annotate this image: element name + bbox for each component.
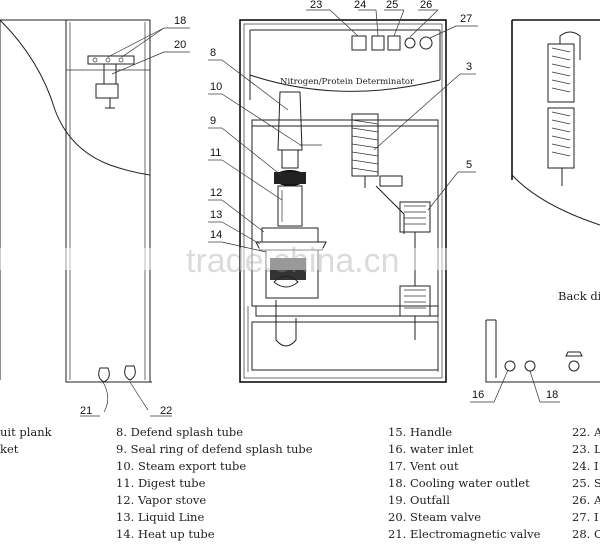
legend-item: 25. S — [572, 476, 600, 490]
legend-item: 23. L — [572, 442, 600, 456]
callout-25: 24 — [354, 0, 366, 11]
legend-item: 18. Cooling water outlet — [388, 476, 530, 490]
callout-9: 9 — [210, 115, 216, 127]
left-side-view — [0, 19, 160, 413]
legend-item: 27. I — [572, 510, 599, 524]
watermark: trade.china.cn — [186, 242, 400, 280]
callout-26: 25 — [386, 0, 398, 11]
callout-12: 12 — [210, 187, 222, 199]
callout-23: 22 — [160, 405, 172, 417]
callout-3: 3 — [466, 61, 472, 73]
legend-item: 17. Vent out — [388, 459, 459, 473]
legend-item: 24. I — [572, 459, 599, 473]
legend-item: 16. water inlet — [388, 442, 474, 456]
callout-22: 21 — [80, 405, 92, 417]
callout-11: 11 — [210, 147, 221, 159]
callout-8: 8 — [210, 47, 216, 59]
legend-item: 28. C — [572, 527, 600, 541]
back-view — [480, 19, 600, 383]
legend-item: 8. Defend splash tube — [116, 425, 243, 439]
callout-numbers: 18 20 8 10 9 11 12 13 14 23 24 25 26 27 … — [80, 0, 558, 417]
legend-item: 10. Steam export tube — [116, 459, 246, 473]
callout-27: 26 — [420, 0, 432, 11]
legend-item: 14. Heat up tube — [116, 527, 215, 541]
legend-item: 20. Steam valve — [388, 510, 481, 524]
back-view-label: Back di — [558, 289, 600, 303]
legend-item: 22. A — [572, 425, 600, 439]
legend-item: ket — [0, 442, 19, 456]
callout-16: 16 — [472, 389, 484, 401]
callout-28: 27 — [460, 13, 472, 25]
callout-24: 23 — [310, 0, 322, 11]
callout-10: 10 — [210, 81, 222, 93]
legend-item: 15. Handle — [388, 425, 452, 439]
legend-item: 19. Outfall — [388, 493, 450, 507]
legend-item: 21. Electromagnetic valve — [388, 527, 541, 541]
front-view — [239, 19, 450, 383]
callout-21: 20 — [174, 39, 186, 51]
legend-item: 26. A — [572, 493, 600, 507]
instrument-title: Nitrogen/Protein Determinator — [280, 77, 415, 87]
callout-18: 18 — [546, 389, 558, 401]
callout-14: 14 — [210, 229, 222, 241]
legend-item: 12. Vapor stove — [116, 493, 206, 507]
legend-item: 9. Seal ring of defend splash tube — [116, 442, 313, 456]
callout-20: 18 — [174, 15, 186, 27]
legend-item: uit plank — [0, 425, 53, 439]
legend-item: 13. Liquid Line — [116, 510, 204, 524]
legend: uit plank ket 8. Defend splash tube 9. S… — [0, 425, 600, 541]
callout-5: 5 — [466, 159, 472, 171]
callout-13: 13 — [210, 209, 222, 221]
legend-item: 11. Digest tube — [116, 476, 206, 490]
leader-lines — [80, 9, 560, 417]
